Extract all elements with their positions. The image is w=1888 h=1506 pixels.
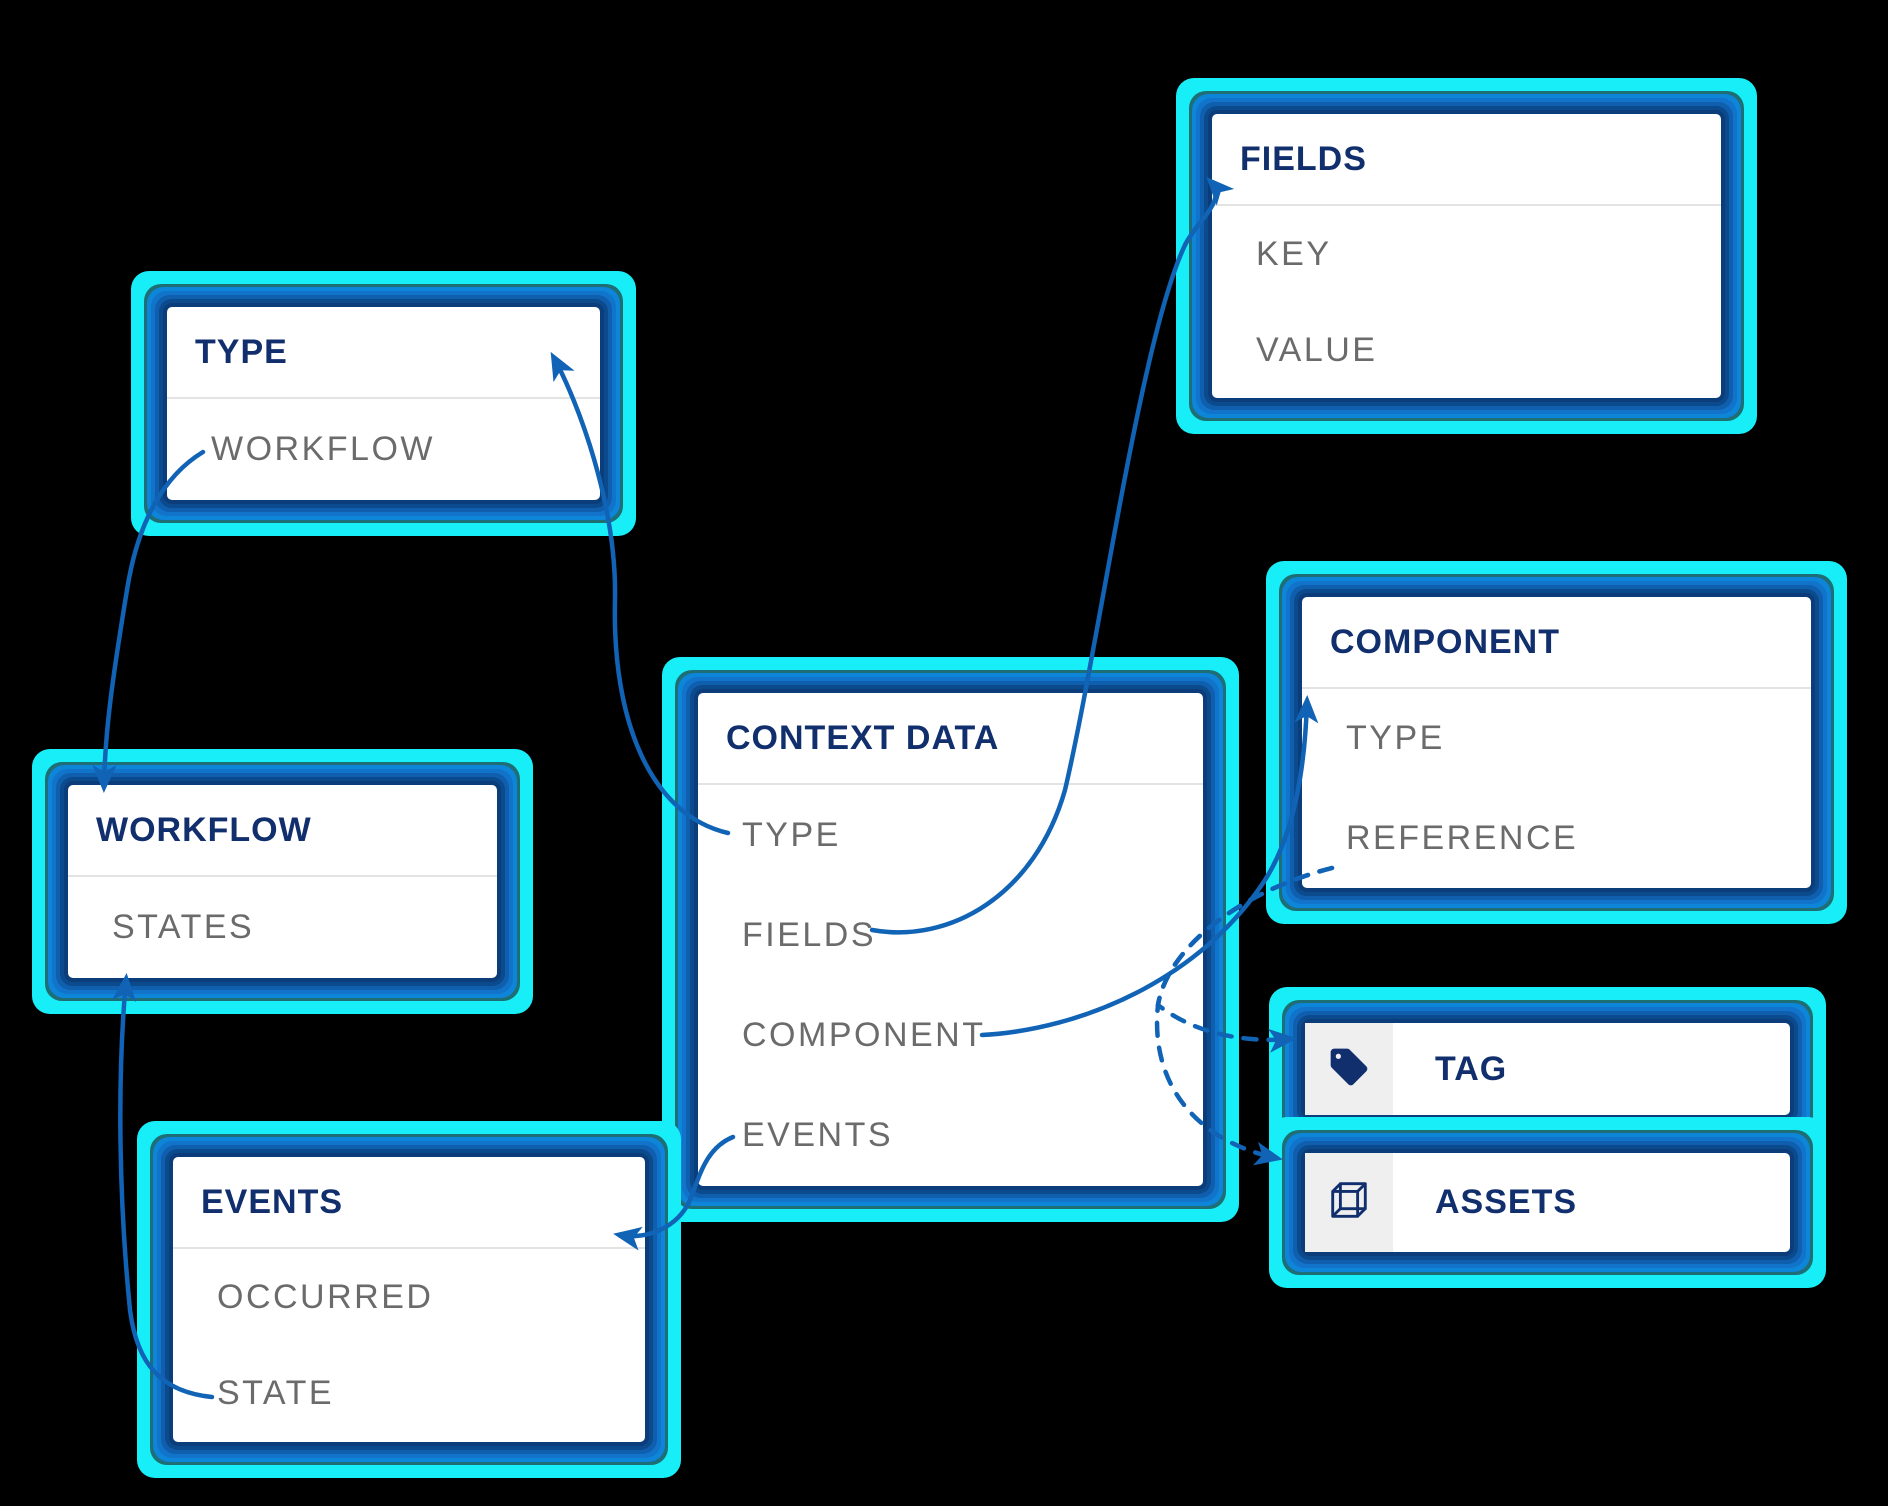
entity-events-items: OCCURRED STATE: [173, 1249, 645, 1442]
entity-fields-box: FIELDS KEY VALUE: [1212, 114, 1721, 398]
entity-workflow-item-states: STATES: [112, 908, 255, 946]
entity-type-box: TYPE WORKFLOW: [167, 307, 600, 500]
entity-context-data-item-type: TYPE: [742, 815, 841, 854]
entity-context-data-item-fields: FIELDS: [742, 915, 877, 954]
entity-context-data-items: TYPE FIELDS COMPONENT EVENTS: [698, 785, 1203, 1186]
entity-events-title: EVENTS: [173, 1157, 645, 1249]
entity-fields-item-key: KEY: [1256, 234, 1332, 273]
entity-component-items: TYPE REFERENCE: [1302, 689, 1811, 888]
entity-events-item-occurred: OCCURRED: [217, 1277, 434, 1316]
entity-workflow-items: STATES: [68, 877, 497, 978]
entity-component-item-reference: REFERENCE: [1346, 818, 1579, 857]
entity-workflow-box: WORKFLOW STATES: [68, 785, 497, 978]
entity-type-item-workflow: WORKFLOW: [211, 430, 435, 468]
entity-fields-items: KEY VALUE: [1212, 206, 1721, 398]
entity-context-data-item-events: EVENTS: [742, 1116, 894, 1155]
assets-icon-cell: [1305, 1153, 1393, 1252]
entity-fields-title: FIELDS: [1212, 114, 1721, 206]
entity-component-item-type: TYPE: [1346, 719, 1445, 758]
entity-context-data-title: CONTEXT DATA: [698, 693, 1203, 785]
entity-type-items: WORKFLOW: [167, 399, 600, 500]
entity-workflow-title: WORKFLOW: [68, 785, 497, 877]
tag-icon: [1327, 1045, 1371, 1094]
entity-fields-item-value: VALUE: [1256, 330, 1378, 369]
connection-type-workflow: [92, 449, 206, 793]
entity-context-data-item-component: COMPONENT: [742, 1016, 986, 1055]
entity-type-title: TYPE: [167, 307, 600, 399]
entity-component-title: COMPONENT: [1302, 597, 1811, 689]
entity-events-box: EVENTS OCCURRED STATE: [173, 1157, 645, 1442]
entity-component-box: COMPONENT TYPE REFERENCE: [1302, 597, 1811, 888]
entity-assets-title: ASSETS: [1435, 1183, 1578, 1221]
entity-assets-box: ASSETS: [1305, 1153, 1790, 1252]
cube-icon: [1326, 1177, 1372, 1228]
tag-icon-cell: [1305, 1023, 1393, 1115]
entity-tag-title: TAG: [1435, 1049, 1508, 1088]
entity-context-data-box: CONTEXT DATA TYPE FIELDS COMPONENT EVENT…: [698, 693, 1203, 1186]
entity-tag-box: TAG: [1305, 1023, 1790, 1115]
entity-events-item-state: STATE: [217, 1374, 335, 1413]
